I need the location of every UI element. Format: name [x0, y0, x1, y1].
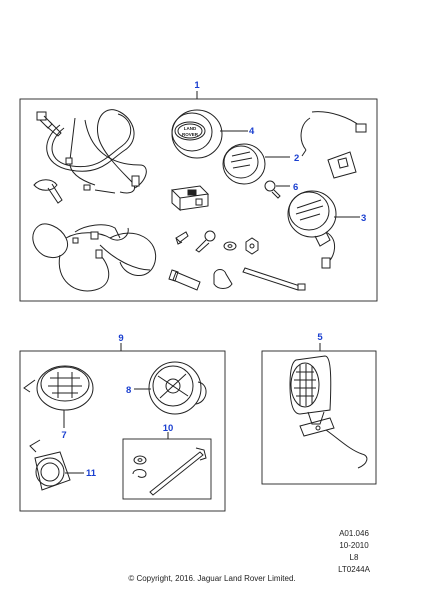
work-lamp-box — [261, 350, 377, 485]
callout-6: 6 — [293, 182, 298, 193]
tie-strap-part — [242, 267, 306, 291]
callout-7: 7 — [61, 430, 66, 441]
callout-2: 2 — [294, 153, 299, 164]
fixings-box — [122, 438, 212, 500]
fuse-holder-part — [168, 269, 201, 291]
cable-tie-part — [33, 179, 63, 204]
relay-harness — [300, 111, 367, 179]
callout-3: 3 — [361, 213, 366, 224]
bolt-part — [36, 111, 62, 137]
kit-box — [19, 98, 378, 302]
badge-text-line1: LAND — [184, 126, 197, 131]
model-code: L8 — [349, 553, 359, 562]
work-lamp-11 — [29, 439, 71, 491]
callout-5: 5 — [317, 332, 323, 343]
fog-lamp-box — [19, 350, 226, 512]
callout-4: 4 — [249, 126, 255, 137]
grommet-part — [213, 269, 233, 289]
driving-lamp-8 — [148, 361, 207, 415]
screw-large — [195, 230, 216, 253]
screw-small — [175, 231, 189, 245]
wiring-harness-top — [46, 109, 147, 194]
date-code: 10-2010 — [339, 541, 369, 550]
illustration-code: LT0244A — [338, 565, 370, 574]
badge-lamp-cover — [171, 109, 223, 159]
switch-part — [170, 185, 210, 212]
copyright-notice: © Copyright, 2016. Jaguar Land Rover Lim… — [128, 574, 296, 583]
callout-9: 9 — [118, 333, 123, 344]
lens-cover — [222, 143, 266, 185]
callout-1: 1 — [194, 80, 200, 91]
work-lamp-5 — [289, 355, 368, 469]
callout-8: 8 — [126, 385, 131, 396]
wiring-harness-bottom — [32, 223, 157, 292]
nut-part — [245, 237, 259, 255]
fixings-kit — [132, 447, 207, 496]
fog-lamp-7 — [23, 365, 94, 411]
auxiliary-lamp — [287, 190, 337, 269]
reference-code: A01.046 — [339, 529, 369, 538]
badge-text-line2: ROVER — [182, 132, 199, 137]
callout-11: 11 — [86, 468, 97, 479]
callout-10: 10 — [163, 423, 174, 434]
washer-part — [223, 241, 237, 251]
bulb-part — [264, 180, 281, 199]
